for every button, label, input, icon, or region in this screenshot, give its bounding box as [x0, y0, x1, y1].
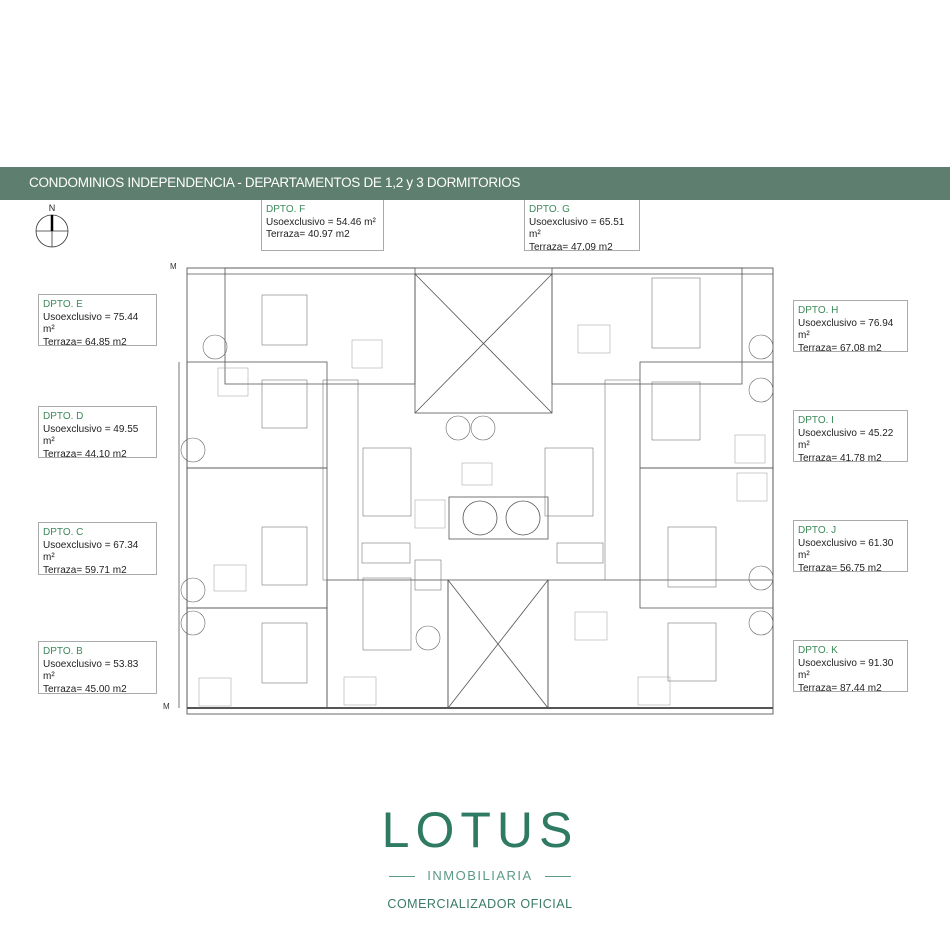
logo-tagline: COMERCIALIZADOR OFICIAL [387, 897, 573, 911]
unit-uso-exclusivo: Usoexclusivo = 45.22 m² [798, 427, 894, 452]
unit-terraza: Terraza= 59.71 m2 [43, 564, 127, 576]
unit-terraza: Terraza= 47.09 m2 [529, 241, 613, 253]
unit-label-dpto-h: DPTO. H Usoexclusivo = 76.94 m² Terraza=… [793, 300, 908, 354]
unit-label-dpto-f: DPTO. F Usoexclusivo = 54.46 m² Terraza=… [261, 200, 384, 251]
unit-uso-exclusivo: Usoexclusivo = 65.51 m² [529, 216, 625, 241]
compass-label: N [49, 203, 56, 213]
north-compass-icon: N [35, 203, 69, 248]
page-title: CONDOMINIOS INDEPENDENCIA - DEPARTAMENTO… [29, 175, 521, 190]
unit-label-dpto-i: DPTO. I Usoexclusivo = 45.22 m² Terraza=… [793, 410, 908, 464]
unit-terraza: Terraza= 44.10 m2 [43, 448, 127, 460]
unit-name: DPTO. H [798, 305, 839, 316]
unit-uso-exclusivo: Usoexclusivo = 61.30 m² [798, 537, 894, 562]
unit-name: DPTO. J [798, 525, 837, 536]
marker-m-bottom: M [163, 702, 170, 711]
unit-label-dpto-b: DPTO. B Usoexclusivo = 53.83 m² Terraza=… [38, 641, 157, 695]
unit-label-dpto-k: DPTO. K Usoexclusivo = 91.30 m² Terraza=… [793, 640, 908, 694]
unit-uso-exclusivo: Usoexclusivo = 75.44 m² [43, 311, 139, 336]
unit-name: DPTO. I [798, 415, 834, 426]
unit-uso-exclusivo: Usoexclusivo = 67.34 m² [43, 539, 139, 564]
unit-uso-exclusivo: Usoexclusivo = 76.94 m² [798, 317, 894, 342]
unit-label-dpto-j: DPTO. J Usoexclusivo = 61.30 m² Terraza=… [793, 520, 908, 574]
lotus-logo: LOTUS INMOBILIARIA COMERCIALIZADOR OFICI… [370, 800, 590, 911]
unit-label-dpto-e: DPTO. E Usoexclusivo = 75.44 m² Terraza=… [38, 294, 157, 348]
unit-name: DPTO. B [43, 646, 83, 657]
unit-uso-exclusivo: Usoexclusivo = 53.83 m² [43, 658, 139, 683]
unit-label-dpto-d: DPTO. D Usoexclusivo = 49.55 m² Terraza=… [38, 406, 157, 460]
unit-label-dpto-c: DPTO. C Usoexclusivo = 67.34 m² Terraza=… [38, 522, 157, 576]
unit-uso-exclusivo: Usoexclusivo = 49.55 m² [43, 423, 139, 448]
unit-name: DPTO. F [266, 204, 306, 215]
logo-subtitle: INMOBILIARIA [370, 868, 590, 883]
unit-terraza: Terraza= 45.00 m2 [43, 683, 127, 695]
unit-name: DPTO. K [798, 645, 838, 656]
unit-terraza: Terraza= 64.85 m2 [43, 336, 127, 348]
unit-terraza: Terraza= 40.97 m2 [266, 229, 350, 240]
unit-name: DPTO. G [529, 204, 570, 215]
unit-uso-exclusivo: Usoexclusivo = 91.30 m² [798, 657, 894, 682]
unit-name: DPTO. C [43, 527, 84, 538]
unit-name: DPTO. E [43, 299, 83, 310]
unit-terraza: Terraza= 56.75 m2 [798, 562, 882, 574]
header-banner: CONDOMINIOS INDEPENDENCIA - DEPARTAMENTO… [0, 167, 950, 200]
unit-label-dpto-g: DPTO. G Usoexclusivo = 65.51 m² Terraza=… [524, 200, 640, 253]
unit-terraza: Terraza= 87.44 m2 [798, 682, 882, 694]
logo-brand: LOTUS [381, 802, 579, 858]
marker-m-top: M [170, 262, 177, 271]
unit-terraza: Terraza= 41.78 m2 [798, 452, 882, 464]
unit-terraza: Terraza= 67.08 m2 [798, 342, 882, 354]
unit-name: DPTO. D [43, 411, 84, 422]
unit-uso-exclusivo: Usoexclusivo = 54.46 m² [266, 216, 376, 228]
